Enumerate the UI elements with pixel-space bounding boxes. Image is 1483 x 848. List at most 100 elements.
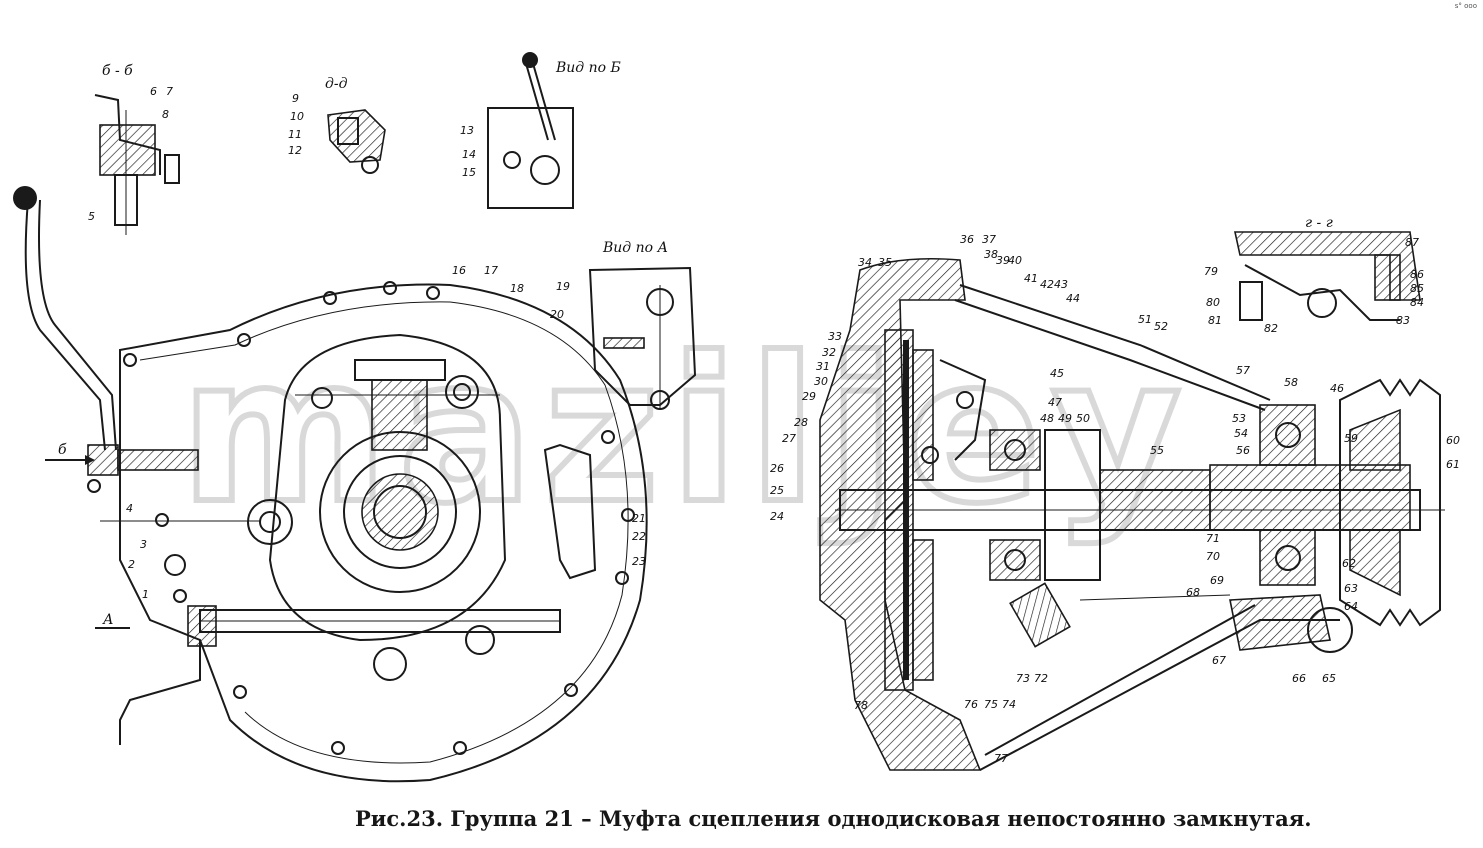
- callout-60: 60: [1446, 434, 1460, 447]
- view-a-detail: [588, 266, 697, 410]
- callout-43: 43: [1054, 278, 1068, 291]
- callout-51: 51: [1138, 313, 1152, 326]
- callout-81: 81: [1208, 314, 1222, 327]
- callout-83: 83: [1396, 314, 1410, 327]
- callout-71: 71: [1206, 532, 1220, 545]
- title-view-b: Вид по Б: [555, 60, 621, 76]
- callout-15: 15: [462, 166, 476, 179]
- callout-69: 69: [1210, 574, 1224, 587]
- callout-21: 21: [632, 512, 646, 525]
- callout-32: 32: [822, 346, 836, 359]
- callout-18: 18: [510, 282, 524, 295]
- callout-84: 84: [1410, 296, 1424, 309]
- callout-42: 42: [1040, 278, 1054, 291]
- callout-63: 63: [1344, 582, 1358, 595]
- callout-37: 37: [982, 233, 996, 246]
- callout-59: 59: [1344, 432, 1358, 445]
- callout-87: 87: [1405, 236, 1419, 249]
- callout-47: 47: [1048, 396, 1062, 409]
- callout-80: 80: [1206, 296, 1220, 309]
- callout-54: 54: [1234, 427, 1248, 440]
- arrow-label-b: б: [58, 442, 67, 458]
- figure-caption: Рис.23. Группа 21 – Муфта сцепления одно…: [355, 806, 1312, 831]
- arrow-label-a: А: [102, 612, 114, 628]
- callout-7: 7: [166, 85, 173, 98]
- callout-46: 46: [1330, 382, 1344, 395]
- callout-78: 78: [854, 699, 868, 712]
- callout-48: 48: [1040, 412, 1054, 425]
- callout-45: 45: [1050, 367, 1064, 380]
- callout-58: 58: [1284, 376, 1298, 389]
- title-section-dd: д-д: [325, 76, 348, 92]
- view-b-detail: [487, 52, 574, 209]
- title-section-gg: г - г: [1305, 215, 1333, 231]
- callout-1: 1: [142, 588, 149, 601]
- callout-56: 56: [1236, 444, 1250, 457]
- callout-19: 19: [556, 280, 570, 293]
- title-view-a: Вид по А: [602, 240, 668, 256]
- callout-76: 76: [964, 698, 978, 711]
- callout-85: 85: [1410, 282, 1424, 295]
- callout-27: 27: [782, 432, 796, 445]
- callout-50: 50: [1076, 412, 1090, 425]
- callout-39: 39: [996, 254, 1010, 267]
- callout-66: 66: [1292, 672, 1306, 685]
- callout-28: 28: [794, 416, 808, 429]
- callout-77: 77: [994, 752, 1008, 765]
- callout-33: 33: [828, 330, 842, 343]
- callout-64: 64: [1344, 600, 1358, 613]
- callout-34: 34: [858, 256, 872, 269]
- callout-35: 35: [878, 256, 892, 269]
- callout-68: 68: [1186, 586, 1200, 599]
- callout-2: 2: [128, 558, 135, 571]
- longitudinal-section: [819, 257, 1445, 771]
- callout-73: 73: [1016, 672, 1030, 685]
- callout-74: 74: [1002, 698, 1016, 711]
- callout-38: 38: [984, 248, 998, 261]
- callout-17: 17: [484, 264, 498, 277]
- callout-8: 8: [162, 108, 169, 121]
- callout-29: 29: [802, 390, 816, 403]
- callout-4: 4: [126, 502, 133, 515]
- callout-82: 82: [1264, 322, 1278, 335]
- callout-9: 9: [292, 92, 299, 105]
- callout-55: 55: [1150, 444, 1164, 457]
- callout-13: 13: [460, 124, 474, 137]
- callout-40: 40: [1008, 254, 1022, 267]
- callout-72: 72: [1034, 672, 1048, 685]
- callout-14: 14: [462, 148, 476, 161]
- callout-57: 57: [1236, 364, 1250, 377]
- callout-49: 49: [1058, 412, 1072, 425]
- callout-25: 25: [770, 484, 784, 497]
- callout-labels: 1 2 3 4 5 6 7 8 9 10 11 12 13 14 15 16 1…: [88, 85, 1460, 765]
- callout-23: 23: [632, 555, 646, 568]
- section-gg-view: [1234, 231, 1421, 321]
- front-view: [13, 186, 648, 783]
- callout-36: 36: [960, 233, 974, 246]
- callout-65: 65: [1322, 672, 1336, 685]
- section-bb-view: [94, 94, 180, 235]
- callout-75: 75: [984, 698, 998, 711]
- callout-30: 30: [814, 375, 828, 388]
- section-dd-view: [327, 109, 386, 174]
- callout-5: 5: [88, 210, 95, 223]
- callout-31: 31: [816, 360, 830, 373]
- callout-22: 22: [632, 530, 646, 543]
- callout-41: 41: [1024, 272, 1038, 285]
- callout-16: 16: [452, 264, 466, 277]
- callout-53: 53: [1232, 412, 1246, 425]
- callout-62: 62: [1342, 557, 1356, 570]
- corner-mark: s° ooo: [1454, 2, 1477, 10]
- title-section-bb: б - б: [102, 63, 133, 79]
- callout-20: 20: [550, 308, 564, 321]
- callout-24: 24: [770, 510, 784, 523]
- callout-10: 10: [290, 110, 304, 123]
- callout-6: 6: [150, 85, 157, 98]
- flange-bolt-holes: [87, 281, 635, 755]
- callout-67: 67: [1212, 654, 1226, 667]
- callout-86: 86: [1410, 268, 1424, 281]
- callout-44: 44: [1066, 292, 1080, 305]
- callout-52: 52: [1154, 320, 1168, 333]
